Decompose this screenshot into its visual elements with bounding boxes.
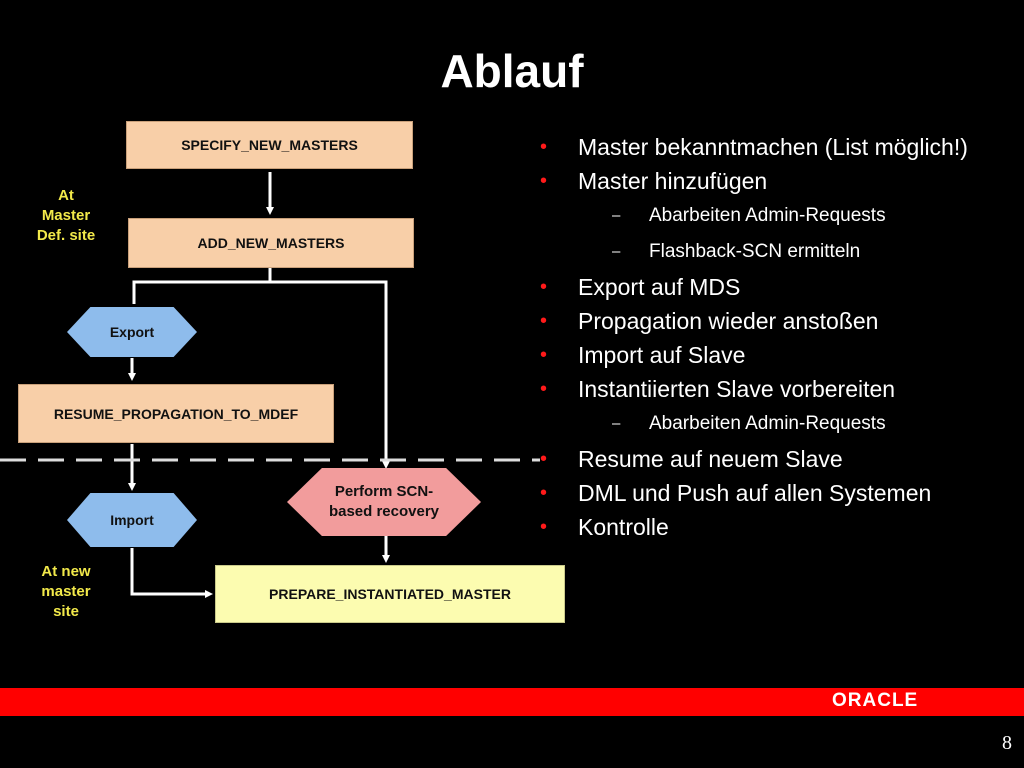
line-add-branch (132, 268, 272, 304)
dash-icon: – (612, 415, 621, 432)
bullet-text: Propagation wieder anstoßen (578, 308, 879, 334)
bullet-text: Instantiierten Slave vorbereiten (578, 376, 896, 402)
bullet-item: • Instantiierten Slave vorbereiten (540, 372, 1020, 406)
footer-red-bar (0, 688, 1024, 716)
slide-title: Ablauf (440, 45, 584, 97)
sub-bullet-item: – Flashback-SCN ermitteln (540, 234, 1020, 270)
bullet-text: Export auf MDS (578, 274, 741, 300)
side-new-line: At new (41, 563, 91, 580)
bullet-dot-icon: • (540, 378, 548, 400)
bullet-item: • Import auf Slave (540, 338, 1020, 372)
bullet-item: • Master bekanntmachen (List möglich!) (540, 130, 1020, 164)
node-specify-new-masters: SPECIFY_NEW_MASTERS (126, 121, 413, 169)
sub-bullet-text: Flashback-SCN ermitteln (649, 241, 861, 262)
sub-bullet-text: Abarbeiten Admin-Requests (649, 413, 886, 434)
perform-line-1: Perform SCN- (334, 483, 434, 500)
bullet-dot-icon: • (540, 516, 548, 538)
bullet-dot-icon: • (540, 448, 548, 470)
side-master-line: Def. site (36, 227, 96, 244)
bullet-dot-icon: • (540, 310, 548, 332)
dash-icon: – (612, 243, 621, 260)
sub-bullet-text: Abarbeiten Admin-Requests (649, 205, 886, 226)
page-number: 8 (1002, 732, 1012, 754)
bullet-item: • Propagation wieder anstoßen (540, 304, 1020, 338)
line-add-to-perform (270, 280, 390, 469)
node-resume-propagation: RESUME_PROPAGATION_TO_MDEF (18, 384, 334, 443)
bullet-text: Import auf Slave (578, 342, 746, 368)
sub-bullet-item: – Abarbeiten Admin-Requests (540, 406, 1020, 442)
dash-icon: – (612, 207, 621, 224)
node-import: Import (67, 493, 197, 547)
bullet-text: Master bekanntmachen (List möglich!) (578, 134, 968, 160)
bullet-text: Resume auf neuem Slave (578, 446, 843, 472)
arrow-import-to-prepare (130, 548, 213, 598)
side-master-line: At (58, 187, 74, 204)
bullet-item: • Kontrolle (540, 510, 1020, 544)
bullet-dot-icon: • (540, 482, 548, 504)
bullet-text: DML und Push auf allen Systemen (578, 480, 932, 506)
node-export: Export (67, 307, 197, 357)
bullet-item: • Export auf MDS (540, 270, 1020, 304)
side-master-line: Master (41, 207, 91, 224)
label-new-master-site: At new master site (24, 562, 108, 622)
node-perform-scn-recovery: Perform SCN- based recovery (287, 468, 481, 536)
bullet-text: Master hinzufügen (578, 168, 768, 194)
bullet-list: • Master bekanntmachen (List möglich!) • M… (540, 130, 1020, 544)
bullet-dot-icon: • (540, 170, 548, 192)
perform-line-2: based recovery (328, 503, 440, 520)
label-master-def-site: At Master Def. site (24, 186, 108, 246)
bullet-text: Kontrolle (578, 514, 669, 540)
bullet-item: • Resume auf neuem Slave (540, 442, 1020, 476)
oracle-logo: ORACLE (832, 690, 919, 711)
bullet-item: • Master hinzufügen (540, 164, 1020, 198)
bullet-item: • DML und Push auf allen Systemen (540, 476, 1020, 510)
bullet-dot-icon: • (540, 136, 548, 158)
node-add-new-masters: ADD_NEW_MASTERS (128, 218, 414, 268)
node-prepare-instantiated-master: PREPARE_INSTANTIATED_MASTER (215, 565, 565, 623)
side-new-line: site (53, 603, 79, 620)
bullet-dot-icon: • (540, 344, 548, 366)
side-new-line: master (41, 583, 91, 600)
bullet-dot-icon: • (540, 276, 548, 298)
sub-bullet-item: – Abarbeiten Admin-Requests (540, 198, 1020, 234)
